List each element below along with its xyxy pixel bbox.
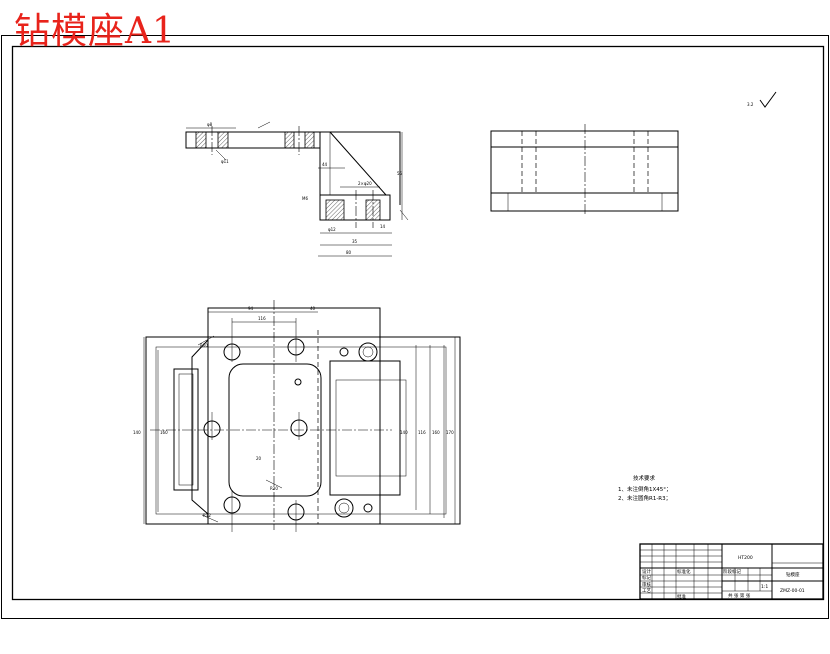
notes-item-1: 1、未注倒角1X45°；	[618, 485, 672, 493]
drawing-title: 钻模座A1	[14, 11, 176, 52]
plan-dim-2: 40	[310, 306, 316, 311]
tb-label-process: 工艺	[642, 588, 651, 594]
tb-label-stage: 阶段标记	[723, 568, 741, 575]
tb-label-record: 标记	[642, 574, 651, 581]
plan-view: 94 40 116 R10 140 160 140 116 160 170 20…	[133, 300, 461, 532]
front-dim-6: 35	[352, 239, 358, 244]
plan-dim-7: 140	[400, 430, 408, 435]
plan-dim-3: 116	[258, 316, 266, 321]
front-dim-10: 14	[380, 224, 386, 229]
plan-dim-1: 94	[248, 306, 254, 311]
plan-dim-13: R12	[203, 513, 211, 518]
plan-dim-6: 160	[160, 430, 168, 435]
tb-sheet-labels: 共 张 第 张	[728, 592, 751, 599]
tb-label-approve: 批准	[677, 593, 686, 600]
plan-dim-5: 140	[133, 430, 141, 435]
tb-label-standard: 标准化	[677, 568, 691, 575]
front-dim-3: 44	[322, 162, 328, 167]
front-dim-1: φ8	[207, 122, 213, 127]
technical-notes: 技术要求 1、未注倒角1X45°； 2、未注圆角R1-R3；	[618, 474, 672, 502]
inner-frame	[11, 45, 825, 601]
surface-finish-symbol: 3.2	[747, 91, 777, 108]
front-dim-9: M6	[302, 196, 308, 201]
front-section-view: φ8 φ11 44 2×φ20 φ12 35 80 55 M6 14	[185, 121, 409, 257]
notes-heading: 技术要求	[633, 474, 656, 482]
plan-dim-4: R10	[200, 343, 208, 348]
surface-finish-value: 3.2	[747, 102, 754, 107]
title-block: 设计 标准化 标记 审核 工艺 批准 阶段标记 1:1 共 张 第 张 HT20…	[639, 543, 824, 600]
front-dim-8: 55	[397, 171, 403, 176]
side-view	[490, 124, 679, 216]
plan-dim-10: 170	[446, 430, 454, 435]
front-dim-7: 80	[346, 250, 352, 255]
outer-border	[1, 35, 829, 619]
front-dim-5: φ12	[328, 227, 336, 232]
plan-dim-9: 160	[432, 430, 440, 435]
plan-dim-11: 20	[256, 456, 262, 461]
tb-part-name: 钻模座	[786, 571, 800, 578]
front-dim-4: 2×φ20	[358, 181, 372, 186]
tb-material: HT200	[738, 555, 753, 561]
tb-label-review: 审核	[642, 581, 651, 588]
plan-dim-8: 116	[418, 430, 426, 435]
tb-drawing-no: ZMZ-00-01	[780, 588, 805, 594]
notes-item-2: 2、未注圆角R1-R3；	[618, 494, 671, 502]
plan-dim-12: R20	[270, 486, 278, 491]
tb-scale: 1:1	[761, 584, 768, 590]
front-dim-2: φ11	[221, 159, 229, 164]
tb-label-design: 设计	[642, 568, 651, 575]
